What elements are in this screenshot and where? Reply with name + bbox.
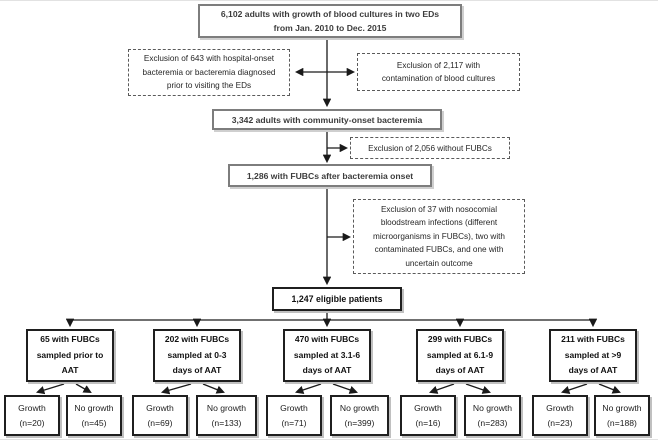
outcome-growth-6-1-9: Growth (n=16)	[400, 395, 456, 436]
node-eligible-patients: 1,247 eligible patients	[272, 287, 402, 311]
node-community-onset: 3,342 adults with community-onset bacter…	[212, 109, 442, 130]
outcome-no-growth-over-9: No growth (n=188)	[594, 395, 650, 436]
node-fubcs-after-onset: 1,286 with FUBCs after bacteremia onset	[228, 164, 432, 187]
branch-6-1-9-days: 299 with FUBCs sampled at 6.1-9 days of …	[416, 329, 504, 382]
outcome-no-growth-6-1-9: No growth (n=283)	[464, 395, 521, 436]
node-total-cultures: 6,102 adults with growth of blood cultur…	[198, 4, 462, 38]
branch-prior-to-aat: 65 with FUBCs sampled prior to AAT	[26, 329, 114, 382]
outcome-no-growth-prior: No growth (n=45)	[66, 395, 122, 436]
branch-3-1-6-days: 470 with FUBCs sampled at 3.1-6 days of …	[283, 329, 371, 382]
node-exclusion-no-fubcs: Exclusion of 2,056 without FUBCs	[350, 137, 510, 159]
outcome-no-growth-0-3: No growth (n=133)	[196, 395, 257, 436]
outcome-no-growth-3-1-6: No growth (n=399)	[330, 395, 389, 436]
node-exclusion-contamination: Exclusion of 2,117 with contamination of…	[357, 53, 520, 91]
node-exclusion-hospital-onset: Exclusion of 643 with hospital-onset bac…	[128, 49, 290, 96]
branch-over-9-days: 211 with FUBCs sampled at >9 days of AAT	[549, 329, 637, 382]
outcome-growth-3-1-6: Growth (n=71)	[266, 395, 322, 436]
node-exclusion-nosocomial: Exclusion of 37 with nosocomial bloodstr…	[353, 199, 525, 274]
branch-0-3-days: 202 with FUBCs sampled at 0-3 days of AA…	[153, 329, 241, 382]
outcome-growth-over-9: Growth (n=23)	[532, 395, 588, 436]
outcome-growth-0-3: Growth (n=69)	[132, 395, 188, 436]
outcome-growth-prior: Growth (n=20)	[4, 395, 60, 436]
